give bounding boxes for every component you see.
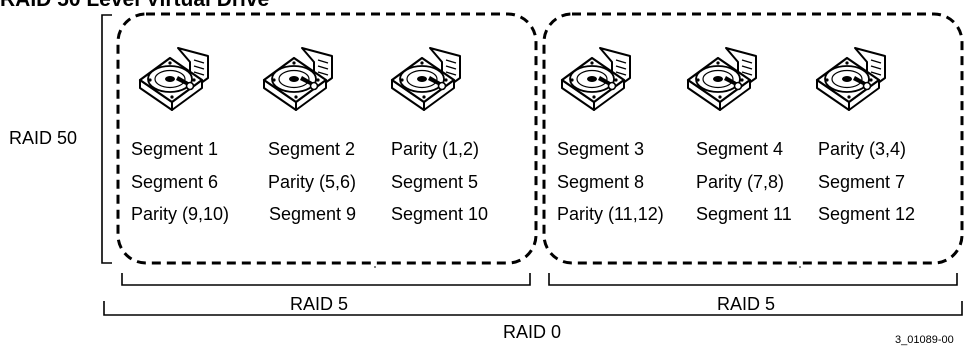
parity-cell: Parity (11,12)	[557, 204, 664, 224]
parity-cell: Parity (3,4)	[818, 139, 907, 159]
figure-id: 3_01089-00	[895, 334, 954, 346]
raid5-right-label: RAID 5	[717, 294, 776, 314]
segment-cell: Segment 10	[391, 204, 489, 224]
parity-cell: Parity (1,2)	[391, 139, 480, 159]
raid5-right-bracket	[548, 273, 958, 286]
segment-cell: Segment 9	[269, 204, 357, 224]
raid0-label: RAID 0	[503, 322, 562, 342]
hard-drive-icon	[686, 46, 758, 112]
raid5-set-right-outline	[542, 12, 964, 265]
parity-cell: Parity (7,8)	[696, 172, 785, 192]
parity-cell: Parity (9,10)	[131, 204, 230, 224]
raid0-bracket	[103, 301, 963, 316]
segment-cell: Segment 2	[268, 139, 356, 159]
segment-cell: Segment 6	[131, 172, 219, 192]
segment-cell: Segment 11	[696, 204, 792, 224]
diagram-title: RAID 50 Level Virtual Drive	[0, 0, 269, 12]
segment-cell: Segment 3	[557, 139, 645, 159]
parity-cell: Parity (5,6)	[268, 172, 357, 192]
hard-drive-icon	[815, 46, 887, 112]
hard-drive-icon	[560, 46, 632, 112]
raid5-left-label: RAID 5	[290, 294, 349, 314]
raid50-label: RAID 50	[9, 128, 78, 148]
segment-cell: Segment 12	[818, 204, 916, 224]
hard-drive-icon	[138, 46, 210, 112]
hard-drive-icon	[390, 46, 462, 112]
segment-cell: Segment 5	[391, 172, 479, 192]
segment-cell: Segment 4	[696, 139, 784, 159]
hard-drive-icon	[262, 46, 334, 112]
raid5-set-left-outline	[116, 12, 538, 265]
segment-cell: Segment 1	[131, 139, 219, 159]
raid50-bracket	[101, 14, 112, 264]
raid5-left-bracket	[121, 273, 531, 286]
segment-cell: Segment 7	[818, 172, 906, 192]
segment-cell: Segment 8	[557, 172, 645, 192]
